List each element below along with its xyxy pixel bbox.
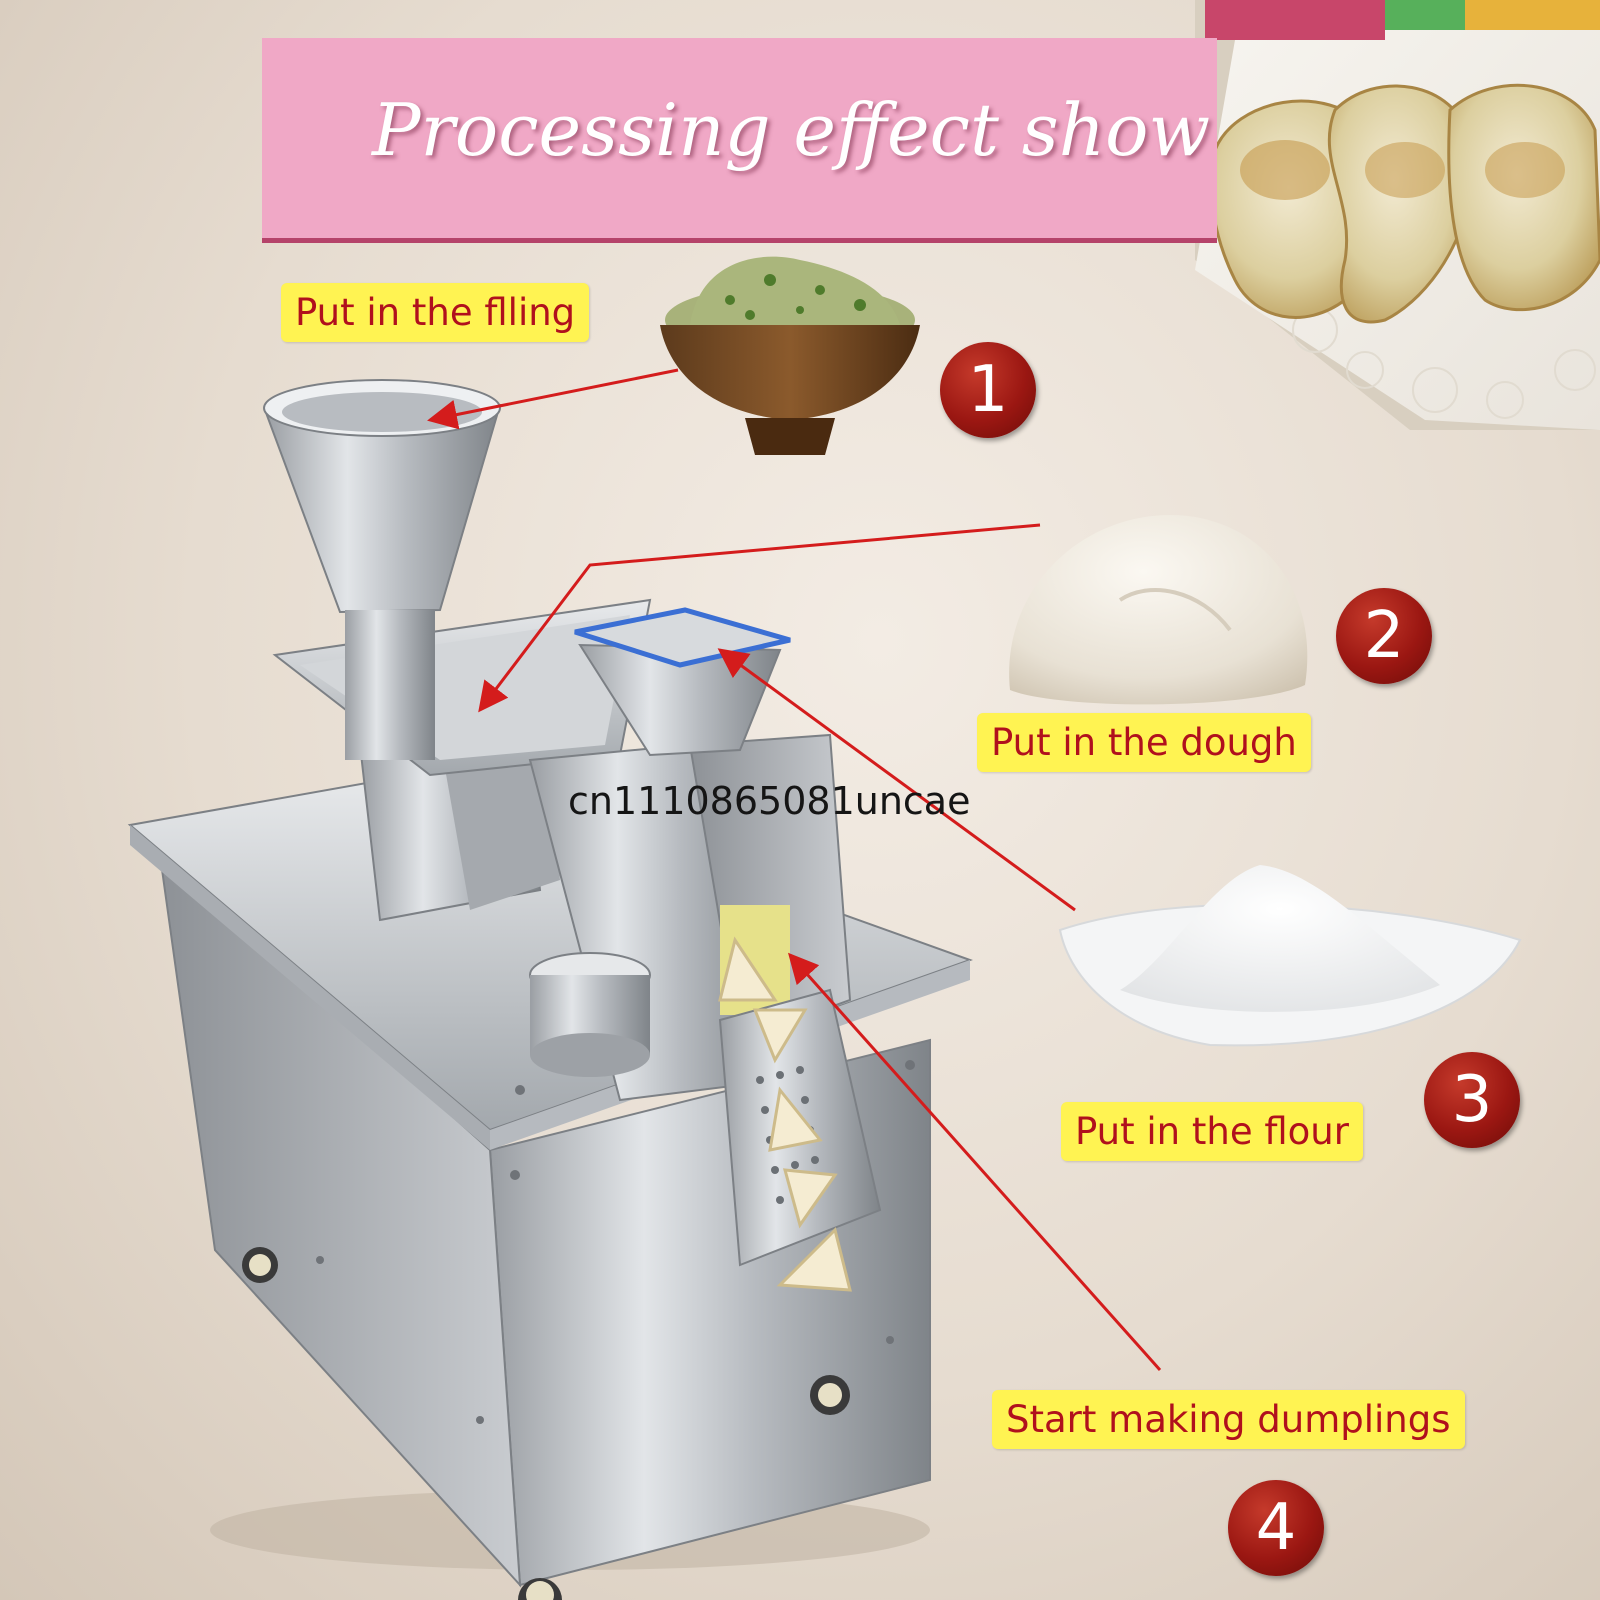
title-banner: Processing effect show [262, 38, 1217, 243]
step-1-badge: 1 [940, 342, 1036, 438]
arrow-dough [478, 523, 1041, 713]
page-title: Processing effect show [372, 88, 1211, 172]
step-4-badge: 4 [1228, 1480, 1324, 1576]
step-3-label: Put in the flour [1061, 1102, 1363, 1161]
flour-plate-illustration [1058, 865, 1522, 1047]
fried-dumplings-photo [1195, 0, 1600, 430]
arrow-start [788, 952, 1162, 1371]
arrow-flour [717, 648, 1076, 912]
watermark-text: cn1110865081uncae [568, 779, 971, 823]
step-2-label: Put in the dough [977, 713, 1311, 772]
step-1-label: Put in the flling [281, 283, 590, 342]
filling-bowl-illustration [660, 256, 920, 455]
step-3-badge: 3 [1424, 1052, 1520, 1148]
step-4-label: Start making dumplings [992, 1390, 1465, 1449]
dough-ball-illustration [1009, 515, 1308, 705]
step-2-badge: 2 [1336, 588, 1432, 684]
arrow-filling [427, 368, 679, 430]
